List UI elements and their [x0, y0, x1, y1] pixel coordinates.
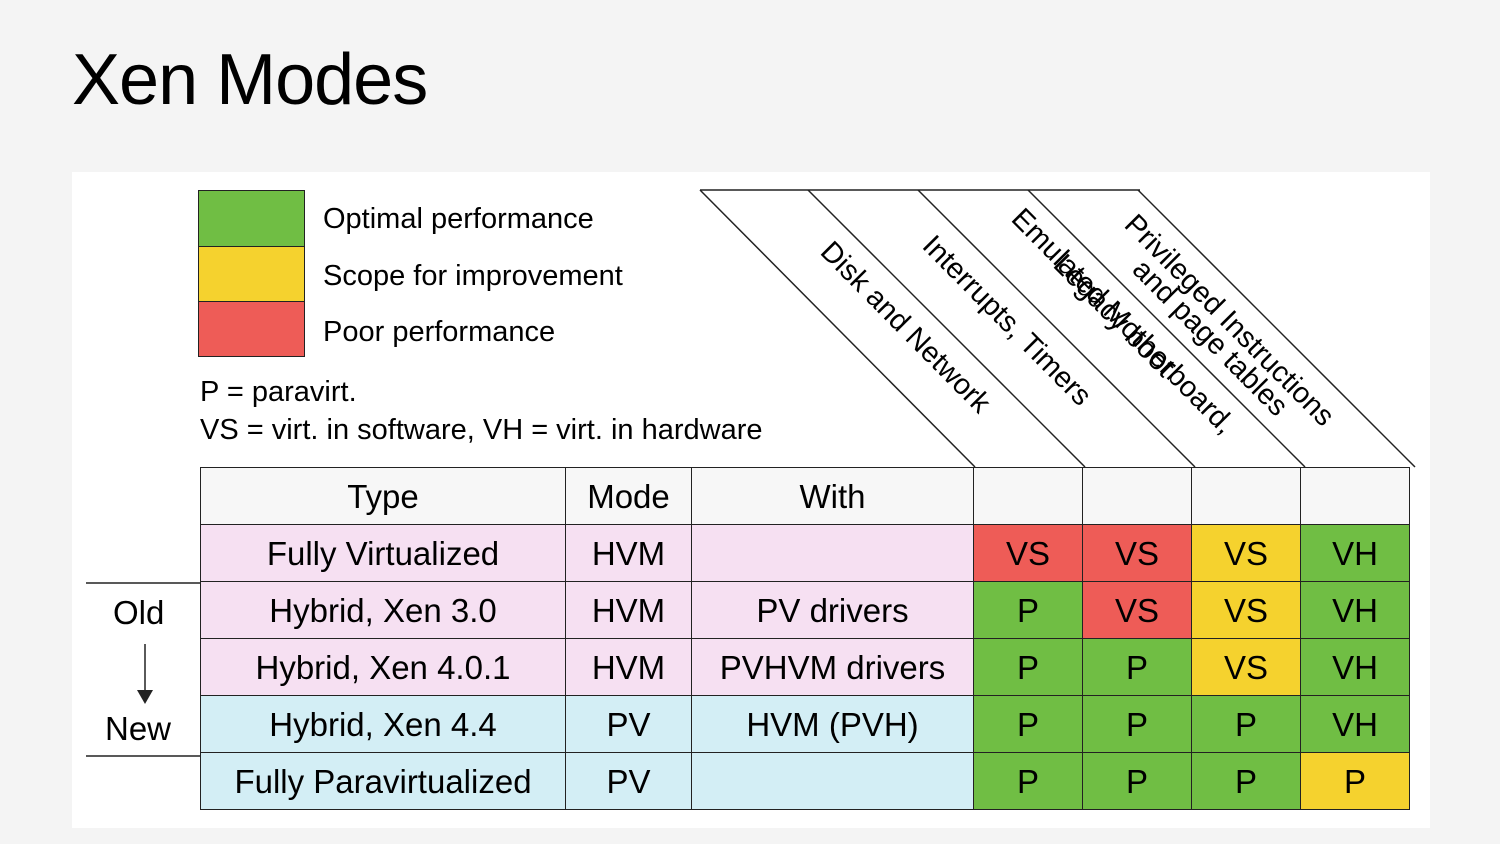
- cell-category-2: VS: [1082, 524, 1192, 582]
- header-category-2: [1082, 467, 1192, 525]
- legend-label-scope: Scope for improvement: [323, 260, 623, 292]
- legend-label-optimal: Optimal performance: [323, 203, 594, 235]
- cell-with: [691, 524, 974, 582]
- cell-category-1: VS: [973, 524, 1083, 582]
- header-category-3: [1191, 467, 1301, 525]
- legend-label-poor: Poor performance: [323, 316, 556, 348]
- cell-with: PV drivers: [691, 581, 974, 639]
- cell-with: [691, 752, 974, 810]
- cell-mode: HVM: [565, 638, 692, 696]
- timeline-old-label: Old: [113, 594, 165, 631]
- cell-category-3: VS: [1191, 524, 1301, 582]
- cell-type: Fully Paravirtualized: [200, 752, 566, 810]
- cell-category-2: P: [1082, 695, 1192, 753]
- cell-category-3: VS: [1191, 581, 1301, 639]
- cell-type: Fully Virtualized: [200, 524, 566, 582]
- note-virt: VS = virt. in software, VH = virt. in ha…: [200, 414, 763, 446]
- cell-category-2: P: [1082, 752, 1192, 810]
- cell-category-3: VS: [1191, 638, 1301, 696]
- cell-category-1: P: [973, 752, 1083, 810]
- cell-category-4: VH: [1300, 524, 1410, 582]
- cell-category-3: P: [1191, 752, 1301, 810]
- cell-category-4: P: [1300, 752, 1410, 810]
- header-category-1: [973, 467, 1083, 525]
- cell-mode: HVM: [565, 581, 692, 639]
- cell-category-4: VH: [1300, 695, 1410, 753]
- cell-with: HVM (PVH): [691, 695, 974, 753]
- cell-category-3: P: [1191, 695, 1301, 753]
- header-mode: Mode: [565, 467, 692, 525]
- cell-type: Hybrid, Xen 4.0.1: [200, 638, 566, 696]
- cell-type: Hybrid, Xen 3.0: [200, 581, 566, 639]
- cell-category-1: P: [973, 695, 1083, 753]
- page-title: Xen Modes: [72, 40, 428, 120]
- cell-category-1: P: [973, 581, 1083, 639]
- cell-category-1: P: [973, 638, 1083, 696]
- cell-category-2: VS: [1082, 581, 1192, 639]
- legend-swatch-scope: [198, 246, 305, 302]
- header-with: With: [691, 467, 974, 525]
- cell-mode: HVM: [565, 524, 692, 582]
- cell-mode: PV: [565, 752, 692, 810]
- timeline-new-label: New: [105, 710, 172, 747]
- legend-swatch-poor: [198, 301, 305, 357]
- cell-with: PVHVM drivers: [691, 638, 974, 696]
- cell-type: Hybrid, Xen 4.4: [200, 695, 566, 753]
- header-type: Type: [200, 467, 566, 525]
- cell-category-4: VH: [1300, 581, 1410, 639]
- cell-category-4: VH: [1300, 638, 1410, 696]
- table-header-row: Type Mode With: [200, 467, 1410, 525]
- cell-mode: PV: [565, 695, 692, 753]
- cell-category-2: P: [1082, 638, 1192, 696]
- legend-swatch-optimal: [198, 190, 305, 247]
- header-category-4: [1300, 467, 1410, 525]
- note-paravirt: P = paravirt.: [200, 376, 357, 408]
